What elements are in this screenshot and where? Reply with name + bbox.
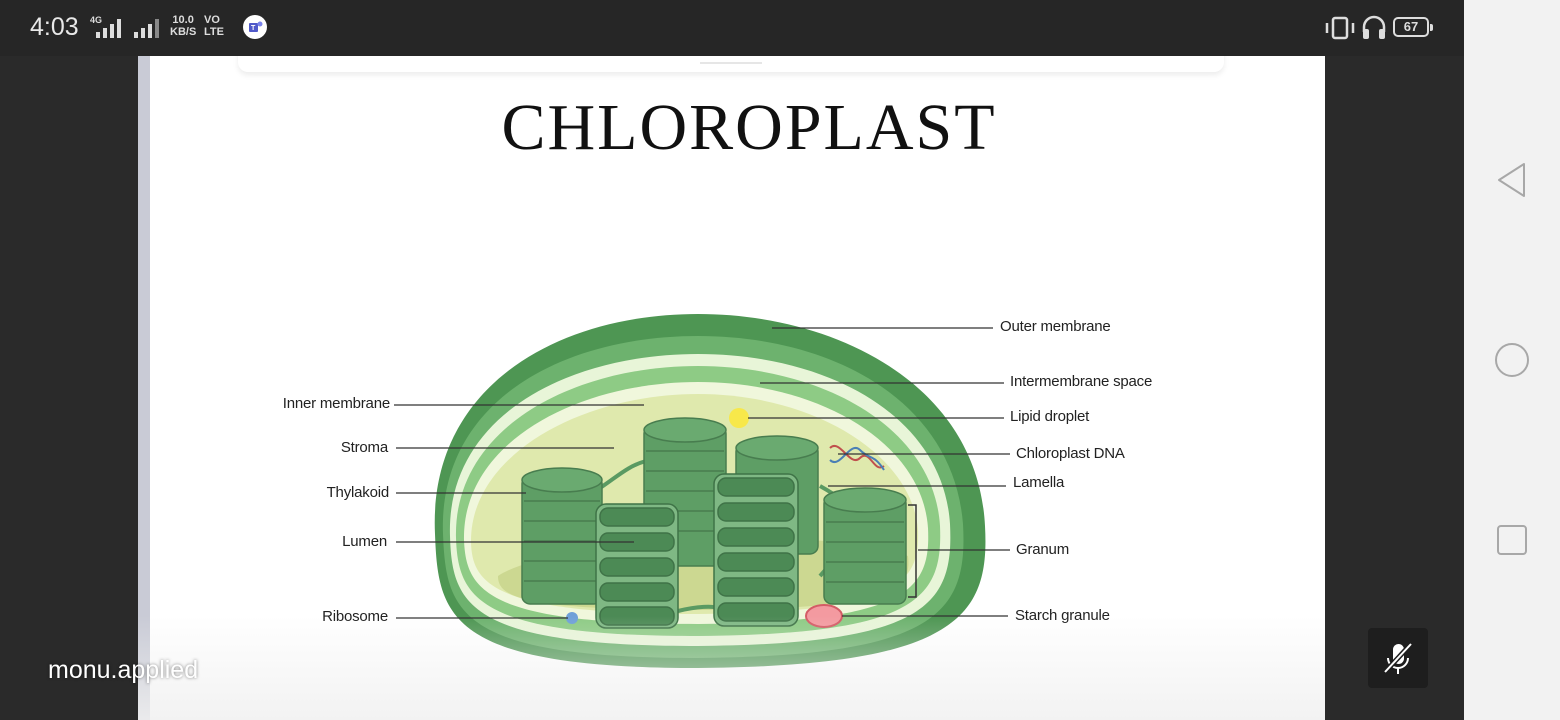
teams-icon: T — [243, 15, 267, 39]
signal-4g-icon: 4G — [90, 15, 121, 38]
speed-unit: KB/S — [170, 26, 197, 38]
signal-bars-icon — [134, 19, 159, 38]
label-lumen: Lumen — [342, 533, 387, 550]
label-intermembrane-space: Intermembrane space — [1010, 373, 1153, 390]
label-thylakoid: Thylakoid — [326, 484, 390, 501]
granum-left — [521, 467, 603, 605]
volte-top: VO — [204, 14, 220, 26]
dna-strand-a — [829, 444, 885, 469]
slide-title: CHLOROPLAST — [501, 91, 997, 164]
thylakoid-stack-front-right — [713, 473, 799, 627]
slide-left-border — [138, 56, 150, 720]
vibrate-icon — [1325, 16, 1355, 40]
back-triangle-icon[interactable] — [1494, 162, 1530, 198]
label-chloroplast-dna: Chloroplast DNA — [1016, 445, 1125, 462]
label-granum: Granum — [1016, 541, 1069, 558]
leader-lines-right — [748, 327, 1010, 617]
speed-value: 10.0 — [172, 14, 194, 26]
svg-text:T: T — [251, 25, 256, 32]
home-circle-icon[interactable] — [1494, 342, 1530, 378]
label-lamella: Lamella — [1013, 474, 1065, 491]
thylakoid-stack-front-left — [595, 503, 679, 629]
volte-indicator: VO LTE — [204, 14, 224, 38]
label-lipid-droplet: Lipid droplet — [1010, 408, 1090, 425]
granum-right — [823, 487, 907, 605]
label-stroma: Stroma — [340, 439, 388, 456]
participant-name: monu.applied — [48, 656, 199, 684]
network-type-label: 4G — [90, 15, 102, 25]
label-outer-membrane: Outer membrane — [1000, 318, 1111, 335]
status-bar: 4:03 4G 10.0 KB/S VO LTE T 67 — [0, 0, 1464, 56]
navigation-bar — [1464, 0, 1560, 720]
chloroplast-diagram — [394, 314, 1010, 668]
granum-bracket — [908, 504, 917, 598]
battery-indicator: 67 — [1393, 17, 1433, 37]
headset-icon — [1362, 15, 1386, 39]
recents-square-icon[interactable] — [1494, 522, 1530, 558]
dna-strand-b — [829, 446, 885, 471]
mic-toggle-button[interactable] — [1368, 628, 1428, 688]
volte-bottom: LTE — [204, 26, 224, 38]
slide-bottom-fade — [138, 616, 1325, 720]
lipid-droplet-shape — [729, 408, 749, 428]
mic-off-icon — [1383, 642, 1413, 674]
shared-slide: CHLOROPLAST — [138, 56, 1325, 720]
network-speed: 10.0 KB/S — [170, 14, 196, 38]
status-time: 4:03 — [30, 13, 79, 41]
label-inner-membrane: Inner membrane — [282, 395, 390, 412]
slide-top-card — [238, 56, 1224, 72]
